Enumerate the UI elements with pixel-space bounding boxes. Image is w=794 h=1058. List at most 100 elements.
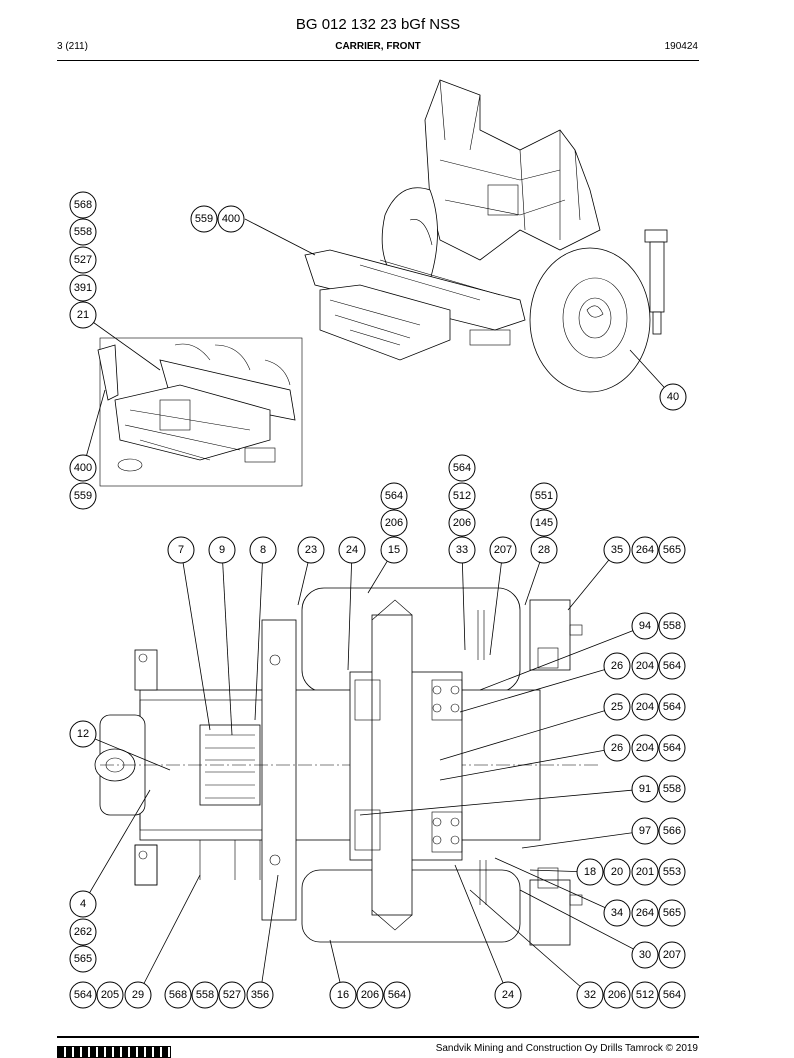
callout: 9 <box>208 536 236 564</box>
svg-text:9: 9 <box>219 544 225 556</box>
callout: 26 <box>603 652 631 680</box>
svg-text:207: 207 <box>494 544 512 556</box>
callout: 34 <box>603 899 631 927</box>
svg-text:33: 33 <box>456 544 468 556</box>
svg-text:97: 97 <box>639 825 651 837</box>
callout: 26 <box>603 734 631 762</box>
callout: 559 <box>69 482 97 510</box>
svg-text:391: 391 <box>74 282 92 294</box>
callout: 566 <box>658 817 686 845</box>
section-title: CARRIER, FRONT <box>335 41 421 52</box>
document-date: 190424 <box>664 41 698 52</box>
callout: 568 <box>164 981 192 1009</box>
svg-text:26: 26 <box>611 742 623 754</box>
callout: 565 <box>658 536 686 564</box>
svg-text:565: 565 <box>663 907 681 919</box>
callout: 206 <box>448 509 476 537</box>
svg-text:20: 20 <box>611 866 623 878</box>
callout: 565 <box>658 899 686 927</box>
svg-text:24: 24 <box>502 989 514 1001</box>
callout: 553 <box>658 858 686 886</box>
callout: 564 <box>380 482 408 510</box>
callout: 262 <box>69 918 97 946</box>
callout: 205 <box>96 981 124 1009</box>
plan-view <box>94 587 600 946</box>
svg-text:34: 34 <box>611 907 623 919</box>
svg-text:512: 512 <box>453 490 471 502</box>
callout: 356 <box>246 981 274 1009</box>
svg-text:8: 8 <box>260 544 266 556</box>
callout: 558 <box>658 775 686 803</box>
callout: 565 <box>69 945 97 973</box>
svg-text:565: 565 <box>74 953 92 965</box>
callout: 564 <box>658 734 686 762</box>
callout: 564 <box>658 652 686 680</box>
svg-text:24: 24 <box>346 544 358 556</box>
svg-text:204: 204 <box>636 660 654 672</box>
callout: 551 <box>530 482 558 510</box>
svg-text:204: 204 <box>636 742 654 754</box>
callout: 23 <box>297 536 325 564</box>
svg-text:264: 264 <box>636 544 654 556</box>
svg-text:94: 94 <box>639 620 651 632</box>
svg-text:26: 26 <box>611 660 623 672</box>
svg-text:206: 206 <box>453 517 471 529</box>
callout: 207 <box>489 536 517 564</box>
svg-text:568: 568 <box>74 199 92 211</box>
svg-text:558: 558 <box>196 989 214 1001</box>
svg-text:206: 206 <box>361 989 379 1001</box>
svg-text:565: 565 <box>663 544 681 556</box>
svg-text:23: 23 <box>305 544 317 556</box>
svg-text:30: 30 <box>639 949 651 961</box>
svg-text:32: 32 <box>584 989 596 1001</box>
company-logo <box>57 1046 171 1058</box>
callout: 8 <box>249 536 277 564</box>
callout: 28 <box>530 536 558 564</box>
callout: 201 <box>631 858 659 886</box>
callout: 512 <box>448 482 476 510</box>
leader-lines <box>82 218 674 996</box>
callout: 558 <box>69 218 97 246</box>
svg-text:527: 527 <box>74 254 92 266</box>
callout: 564 <box>383 981 411 1009</box>
svg-text:145: 145 <box>535 517 553 529</box>
svg-text:558: 558 <box>663 620 681 632</box>
svg-text:566: 566 <box>663 825 681 837</box>
svg-text:18: 18 <box>584 866 596 878</box>
callout: 94 <box>631 612 659 640</box>
callout: 264 <box>631 899 659 927</box>
svg-text:28: 28 <box>538 544 550 556</box>
callout: 391 <box>69 274 97 302</box>
callout: 29 <box>124 981 152 1009</box>
callout: 24 <box>338 536 366 564</box>
svg-text:564: 564 <box>663 660 681 672</box>
callout: 21 <box>69 301 97 329</box>
callout: 145 <box>530 509 558 537</box>
footer-rule <box>57 1036 699 1038</box>
callout: 40 <box>659 383 687 411</box>
callout: 206 <box>603 981 631 1009</box>
svg-text:206: 206 <box>608 989 626 1001</box>
callout: 15 <box>380 536 408 564</box>
callout: 32 <box>576 981 604 1009</box>
svg-text:4: 4 <box>80 898 86 910</box>
svg-text:400: 400 <box>222 213 240 225</box>
svg-text:527: 527 <box>223 989 241 1001</box>
callout: 35 <box>603 536 631 564</box>
callout: 97 <box>631 817 659 845</box>
svg-text:564: 564 <box>388 989 406 1001</box>
svg-text:25: 25 <box>611 701 623 713</box>
svg-text:7: 7 <box>178 544 184 556</box>
svg-text:205: 205 <box>101 989 119 1001</box>
svg-text:564: 564 <box>74 989 92 1001</box>
svg-text:91: 91 <box>639 783 651 795</box>
callout: 568 <box>69 191 97 219</box>
svg-text:558: 558 <box>74 226 92 238</box>
document-title: BG 012 132 23 bGf NSS <box>295 16 461 33</box>
callout: 25 <box>603 693 631 721</box>
svg-text:512: 512 <box>636 989 654 1001</box>
svg-text:356: 356 <box>251 989 269 1001</box>
svg-text:207: 207 <box>663 949 681 961</box>
callout: 18 <box>576 858 604 886</box>
